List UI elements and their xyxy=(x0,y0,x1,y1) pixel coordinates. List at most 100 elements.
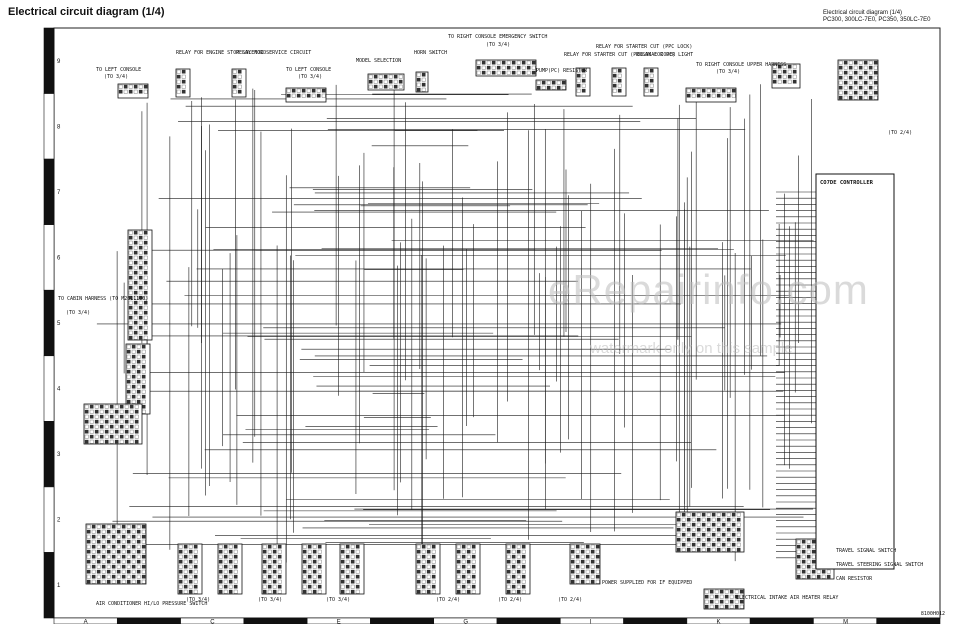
connector xyxy=(85,523,147,585)
connector xyxy=(611,67,627,97)
label-to-left-console-1-ref: (TO 3/4) xyxy=(104,74,128,80)
row-band-segment xyxy=(43,552,55,619)
connector xyxy=(127,229,153,341)
label-model-selection: MODEL SELECTION xyxy=(356,58,401,64)
label-to-cabin-harness-ref: (TO 3/4) xyxy=(66,310,90,316)
connector xyxy=(117,83,149,99)
connector xyxy=(505,543,531,595)
subtitle-line-2: PC300, 300LC-7E0, PC350, 350LC-7E0 xyxy=(823,17,931,23)
row-band-segment xyxy=(43,158,55,225)
row-band-segment xyxy=(43,421,55,488)
row-band-segment xyxy=(43,27,55,94)
label-pump-resistor: PUMP(PC) RESISTOR xyxy=(536,68,588,74)
subtitle-line-1: Electrical circuit diagram (1/4) xyxy=(823,10,903,16)
label-relay-starter-personal: RELAY FOR STARTER CUT (PERSONAL CODE) xyxy=(564,52,675,58)
connector xyxy=(643,67,659,97)
connector xyxy=(301,543,327,595)
connector xyxy=(415,543,441,595)
connector xyxy=(475,59,537,77)
connector xyxy=(569,543,601,585)
row-index-label: 7 xyxy=(57,190,61,196)
connector xyxy=(575,67,591,97)
connector xyxy=(339,543,365,595)
column-index-label: D xyxy=(274,620,279,625)
connector xyxy=(261,543,287,595)
connector xyxy=(285,87,327,103)
label-relay-pcr-light: RELAY FOR PCR LIGHT xyxy=(636,52,693,58)
label-to-right-console-emergency: TO RIGHT CONSOLE EMERGENCY SWITCH xyxy=(448,34,547,40)
wiring-lines xyxy=(96,84,877,563)
row-band-segment xyxy=(43,355,55,422)
label-to-left-console-1: TO LEFT CONSOLE xyxy=(96,67,141,73)
label-travel-steering: TRAVEL STEERING SIGNAL SWITCH xyxy=(836,562,923,568)
row-index-label: 1 xyxy=(57,583,61,589)
connector xyxy=(175,68,191,98)
label-can-resistor: CAN RESISTOR xyxy=(836,576,873,582)
controller-label: CO7DE CONTROLLER xyxy=(820,180,874,186)
connector xyxy=(771,63,801,89)
column-index-label: G xyxy=(463,620,468,625)
row-band-segment xyxy=(43,289,55,357)
column-index-label: N xyxy=(906,620,910,625)
label-bottom-ref-2: (TO 3/4) xyxy=(258,597,282,603)
label-power-supplied: POWER SUPPLIED FOR IF EQUIPPED xyxy=(602,580,692,586)
connector xyxy=(217,543,243,595)
label-to-left-console-2: TO LEFT CONSOLE xyxy=(286,67,331,73)
connector xyxy=(83,403,143,445)
label-bottom-ref-5: (TO 2/4) xyxy=(498,597,522,603)
label-bottom-ref-6: (TO 2/4) xyxy=(558,597,582,603)
column-index-label: C xyxy=(210,620,215,625)
row-index-label: 9 xyxy=(57,59,61,65)
label-to-left-console-2-ref: (TO 3/4) xyxy=(298,74,322,80)
connector xyxy=(177,543,203,595)
row-index-label: 2 xyxy=(57,518,61,524)
label-relay-starter-ppc: RELAY FOR STARTER CUT (PPC LOCK) xyxy=(596,44,692,50)
label-to-cabin-harness: TO CABIN HARNESS (TO M2611100) xyxy=(58,296,148,302)
label-air-conditioner: AIR CONDITIONER HI/LO PRESSURE SWITCH xyxy=(96,601,207,607)
label-horn-switch: HORN SWITCH xyxy=(414,50,447,56)
column-index-label: H xyxy=(527,620,531,625)
connector xyxy=(367,73,405,91)
label-travel-signal: TRAVEL SIGNAL SWITCH xyxy=(836,548,896,554)
label-relay-service: RELAY FOR SERVICE CIRCUIT xyxy=(236,50,311,56)
row-index-label: 4 xyxy=(57,387,61,393)
label-electrical-intake: ELECTRICAL INTAKE AIR HEATER RELAY xyxy=(736,595,838,601)
column-band-segment xyxy=(559,617,624,624)
row-band-segment xyxy=(43,486,55,553)
row-index-label: 6 xyxy=(57,255,61,261)
column-index-label: K xyxy=(717,620,721,625)
row-band-segment xyxy=(43,93,55,160)
connector xyxy=(685,87,737,103)
page-title: Electrical circuit diagram (1/4) xyxy=(8,6,165,18)
column-band-segment xyxy=(876,617,941,624)
row-index-band: 9 8 7 6 5 4 3 2 1 xyxy=(43,27,61,619)
column-index-label: E xyxy=(337,620,341,625)
row-index-label: 8 xyxy=(57,124,61,130)
label-bottom-ref-4: (TO 2/4) xyxy=(436,597,460,603)
watermark-sub: watermark only on this sample xyxy=(590,340,793,357)
label-to-right-console-upper: TO RIGHT CONSOLE UPPER HARNESS xyxy=(696,62,786,68)
connector xyxy=(837,59,879,101)
drawing-code: 8100H012 xyxy=(920,611,945,617)
column-index-label: I xyxy=(590,620,592,625)
label-to-right-console-emergency-ref: (TO 3/4) xyxy=(486,42,510,48)
connector xyxy=(415,71,429,93)
connector xyxy=(535,79,567,91)
label-to-right-console-upper-ref: (TO 3/4) xyxy=(716,69,740,75)
row-index-label: 5 xyxy=(57,321,61,327)
connector-blocks xyxy=(83,59,879,610)
column-index-label: A xyxy=(84,620,88,625)
connector xyxy=(125,343,151,415)
column-index-label: J xyxy=(653,620,656,625)
controller-block: CO7DE CONTROLLER xyxy=(815,173,895,570)
label-relay-engine-stop: RELAY FOR ENGINE STOP SOLENOID xyxy=(176,50,266,56)
row-index-label: 3 xyxy=(57,452,61,458)
column-index-label: B xyxy=(147,620,151,625)
page-subtitle: Electrical circuit diagram (1/4) PC300, … xyxy=(823,10,951,24)
label-bottom-ref-3: (TO 3/4) xyxy=(326,597,350,603)
watermark-main: eRepairinfo.com xyxy=(548,266,869,313)
connector xyxy=(675,511,745,553)
label-to-2-4: (TO 2/4) xyxy=(888,130,912,136)
